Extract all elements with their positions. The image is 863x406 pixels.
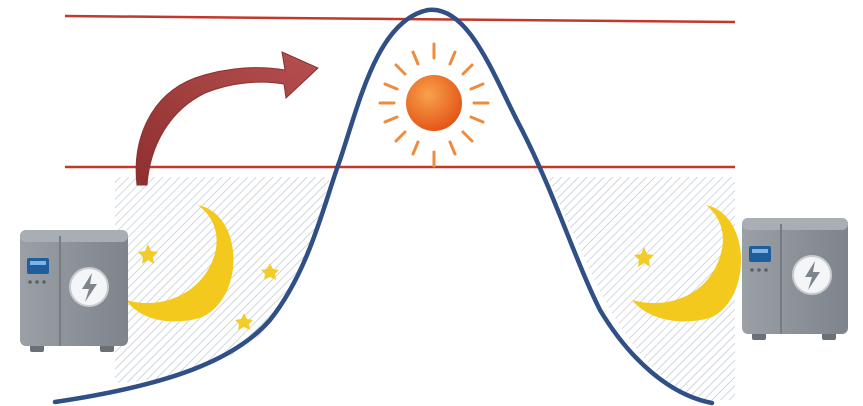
lightning-bolt-icon — [82, 273, 97, 302]
star-icon — [261, 263, 279, 280]
upper-threshold-line — [64, 14, 736, 24]
curved-arrow-icon — [135, 51, 319, 186]
crescent-moon-icon — [632, 205, 742, 322]
crescent-moon-icon — [126, 205, 234, 322]
home-battery-icon — [742, 218, 848, 340]
lightning-bolt-icon — [805, 261, 820, 290]
home-battery-icon — [20, 230, 128, 352]
star-icon — [235, 313, 253, 330]
night-region-right — [548, 177, 735, 400]
solar-generation-curve — [52, 7, 715, 406]
star-icon — [634, 247, 654, 267]
sun-icon — [378, 42, 490, 168]
star-icon — [138, 244, 158, 264]
